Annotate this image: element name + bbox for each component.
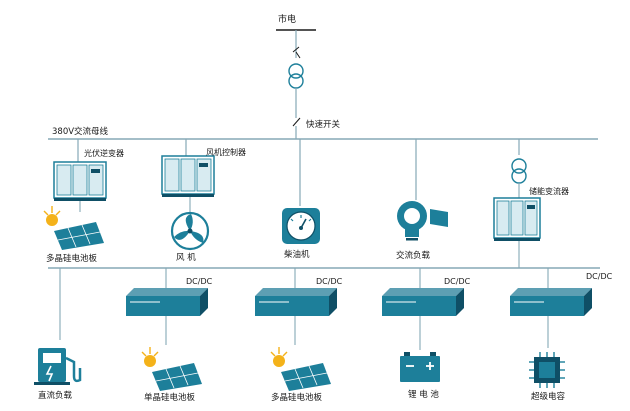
pv-inverter-cabinet xyxy=(53,161,107,201)
dc-load-label: 直流负载 xyxy=(38,390,73,401)
battery-icon xyxy=(400,352,440,382)
switch-label: 快速开关 xyxy=(306,119,341,130)
dcdc-converter-3 xyxy=(382,288,464,316)
dcdc-label-3: DC/DC xyxy=(444,277,471,286)
dcdc-converter-1 xyxy=(126,288,208,316)
dcdc-label-4: DC/DC xyxy=(586,272,613,281)
wind-turbine-label: 风 机 xyxy=(176,252,196,263)
wind-turbine-icon xyxy=(170,211,210,251)
pv-panel-ac-label: 多晶硅电池板 xyxy=(46,253,98,264)
storage-transformer-icon xyxy=(511,158,527,184)
diesel-generator-icon xyxy=(282,208,320,244)
poly-solar-panel-icon xyxy=(270,347,331,391)
pv-inverter-label: 光伏逆变器 xyxy=(84,148,124,158)
storage-converter-label: 储能变流器 xyxy=(529,186,569,196)
light-bulb-icon xyxy=(397,201,448,241)
mono-panel-label: 单晶硅电池板 xyxy=(144,392,196,403)
wind-controller-cabinet xyxy=(161,155,215,197)
mono-solar-panel-icon xyxy=(141,347,202,391)
poly-panel-label: 多晶硅电池板 xyxy=(271,392,323,403)
battery-label: 锂 电 池 xyxy=(408,389,439,400)
top-breaker-icon xyxy=(292,46,301,59)
storage-converter-cabinet xyxy=(493,197,541,241)
dcdc-label-2: DC/DC xyxy=(316,277,343,286)
bus-label: 380V交流母线 xyxy=(52,126,109,137)
solar-panel-icon xyxy=(43,206,104,250)
dcdc-converter-4 xyxy=(510,288,592,316)
grid-transformer-icon xyxy=(288,63,304,89)
supercap-label: 超级电容 xyxy=(531,391,566,402)
supercapacitor-chip-icon xyxy=(529,352,565,388)
dcdc-converter-2 xyxy=(255,288,337,316)
diesel-label: 柴油机 xyxy=(284,249,310,260)
fast-switch-icon xyxy=(292,117,301,139)
ac-load-label: 交流负载 xyxy=(396,250,431,261)
wind-controller-label: 风机控制器 xyxy=(206,147,246,157)
ev-charger-icon xyxy=(34,348,82,385)
grid-label: 市电 xyxy=(278,13,296,25)
dcdc-label-1: DC/DC xyxy=(186,277,213,286)
grid-feeder: 市电 快速开关 xyxy=(276,13,341,139)
